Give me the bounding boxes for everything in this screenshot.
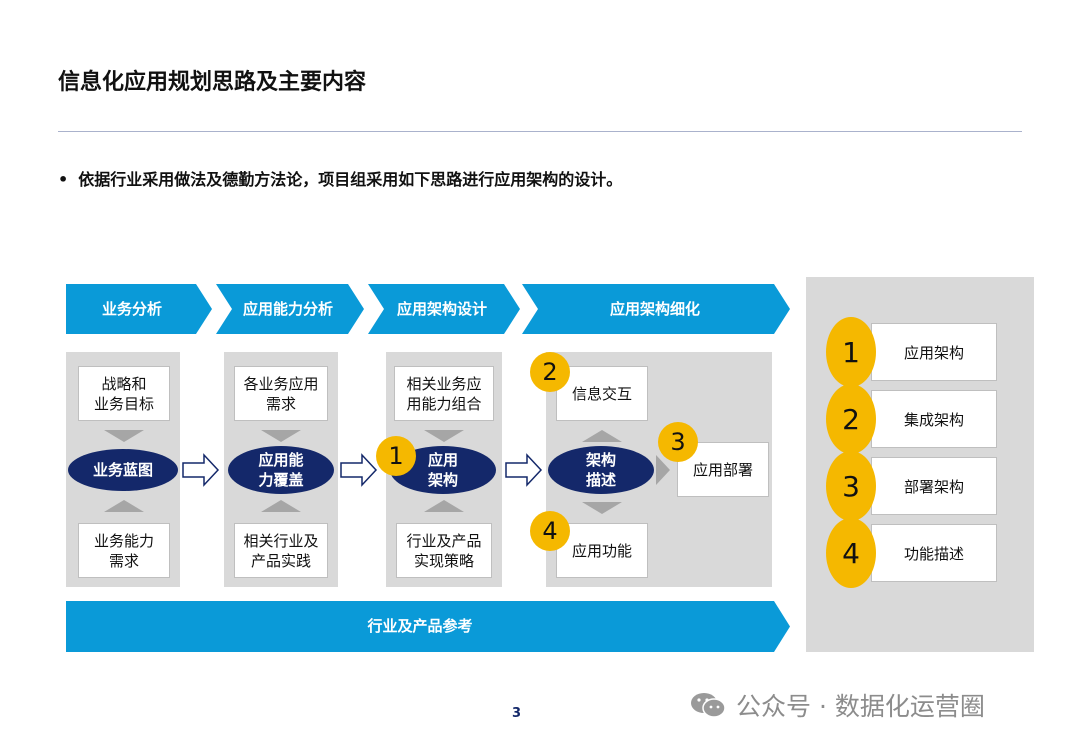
product-strategy-box: 行业及产品 实现策略 <box>396 523 492 578</box>
bullet-dot: • <box>58 170 69 189</box>
legend-number: 3 <box>826 451 876 521</box>
wechat-icon <box>691 693 726 718</box>
industry-reference-label: 行业及产品参考 <box>367 617 473 635</box>
architecture-description-oval: 架构 描述 <box>548 446 654 494</box>
phase-chevron-architecture-design: 应用架构设计 <box>368 284 520 334</box>
app-function-box: 应用功能 <box>556 523 648 578</box>
intro-text: 依据行业采用做法及德勤方法论，项目组采用如下思路进行应用架构的设计。 <box>78 170 623 189</box>
strategy-goals-box: 战略和 业务目标 <box>78 366 170 421</box>
intro-bullet: • 依据行业采用做法及德勤方法论，项目组采用如下思路进行应用架构的设计。 <box>58 166 622 190</box>
legend-number: 1 <box>826 317 876 387</box>
legend-item-2: 集成架构 2 <box>826 384 998 454</box>
legend-item-3: 部署架构 3 <box>826 451 998 521</box>
down-arrow-icon <box>582 502 622 514</box>
watermark: 公众号 · 数据化运营圈 <box>690 688 985 722</box>
legend-item-4: 功能描述 4 <box>826 518 998 588</box>
capability-combination-box: 相关业务应 用能力组合 <box>394 366 494 421</box>
page-title: 信息化应用规划思路及主要内容 <box>58 70 367 95</box>
up-arrow-icon <box>261 500 301 512</box>
page-number: 3 <box>512 706 522 721</box>
phase-label: 业务分析 <box>101 300 162 318</box>
legend-number: 4 <box>826 518 876 588</box>
business-app-needs-box: 各业务应用 需求 <box>234 366 328 421</box>
down-arrow-icon <box>104 430 144 442</box>
marker-3: 3 <box>658 422 698 462</box>
up-arrow-icon <box>424 500 464 512</box>
legend-number: 2 <box>826 384 876 454</box>
down-arrow-icon <box>261 430 301 442</box>
phase-chevron-capability-analysis: 应用能力分析 <box>216 284 364 334</box>
legend-label: 集成架构 <box>871 390 997 448</box>
marker-4: 4 <box>530 511 570 551</box>
marker-2: 2 <box>530 352 570 392</box>
up-arrow-icon <box>104 500 144 512</box>
right-arrow-icon <box>182 453 220 487</box>
business-blueprint-oval: 业务蓝图 <box>68 449 178 491</box>
watermark-text: 公众号 · 数据化运营圈 <box>736 692 985 721</box>
phase-label: 应用架构设计 <box>396 300 487 318</box>
phase-chevron-architecture-refinement: 应用架构细化 <box>522 284 790 334</box>
marker-1: 1 <box>376 436 416 476</box>
capability-coverage-oval: 应用能 力覆盖 <box>228 446 334 494</box>
phase-label: 应用架构细化 <box>609 300 700 318</box>
right-pointer-icon <box>656 455 670 485</box>
legend-label: 功能描述 <box>871 524 997 582</box>
industry-reference-bar: 行业及产品参考 <box>66 601 790 652</box>
up-arrow-icon <box>582 430 622 442</box>
right-arrow-icon <box>340 453 378 487</box>
title-divider <box>58 131 1022 132</box>
business-capability-box: 业务能力 需求 <box>78 523 170 578</box>
phase-chevron-business-analysis: 业务分析 <box>66 284 212 334</box>
phase-label: 应用能力分析 <box>242 300 333 318</box>
legend-item-1: 应用架构 1 <box>826 317 998 387</box>
industry-practice-box: 相关行业及 产品实践 <box>234 523 328 578</box>
right-arrow-icon <box>505 453 543 487</box>
legend-label: 部署架构 <box>871 457 997 515</box>
legend-label: 应用架构 <box>871 323 997 381</box>
info-exchange-box: 信息交互 <box>556 366 648 421</box>
down-arrow-icon <box>424 430 464 442</box>
